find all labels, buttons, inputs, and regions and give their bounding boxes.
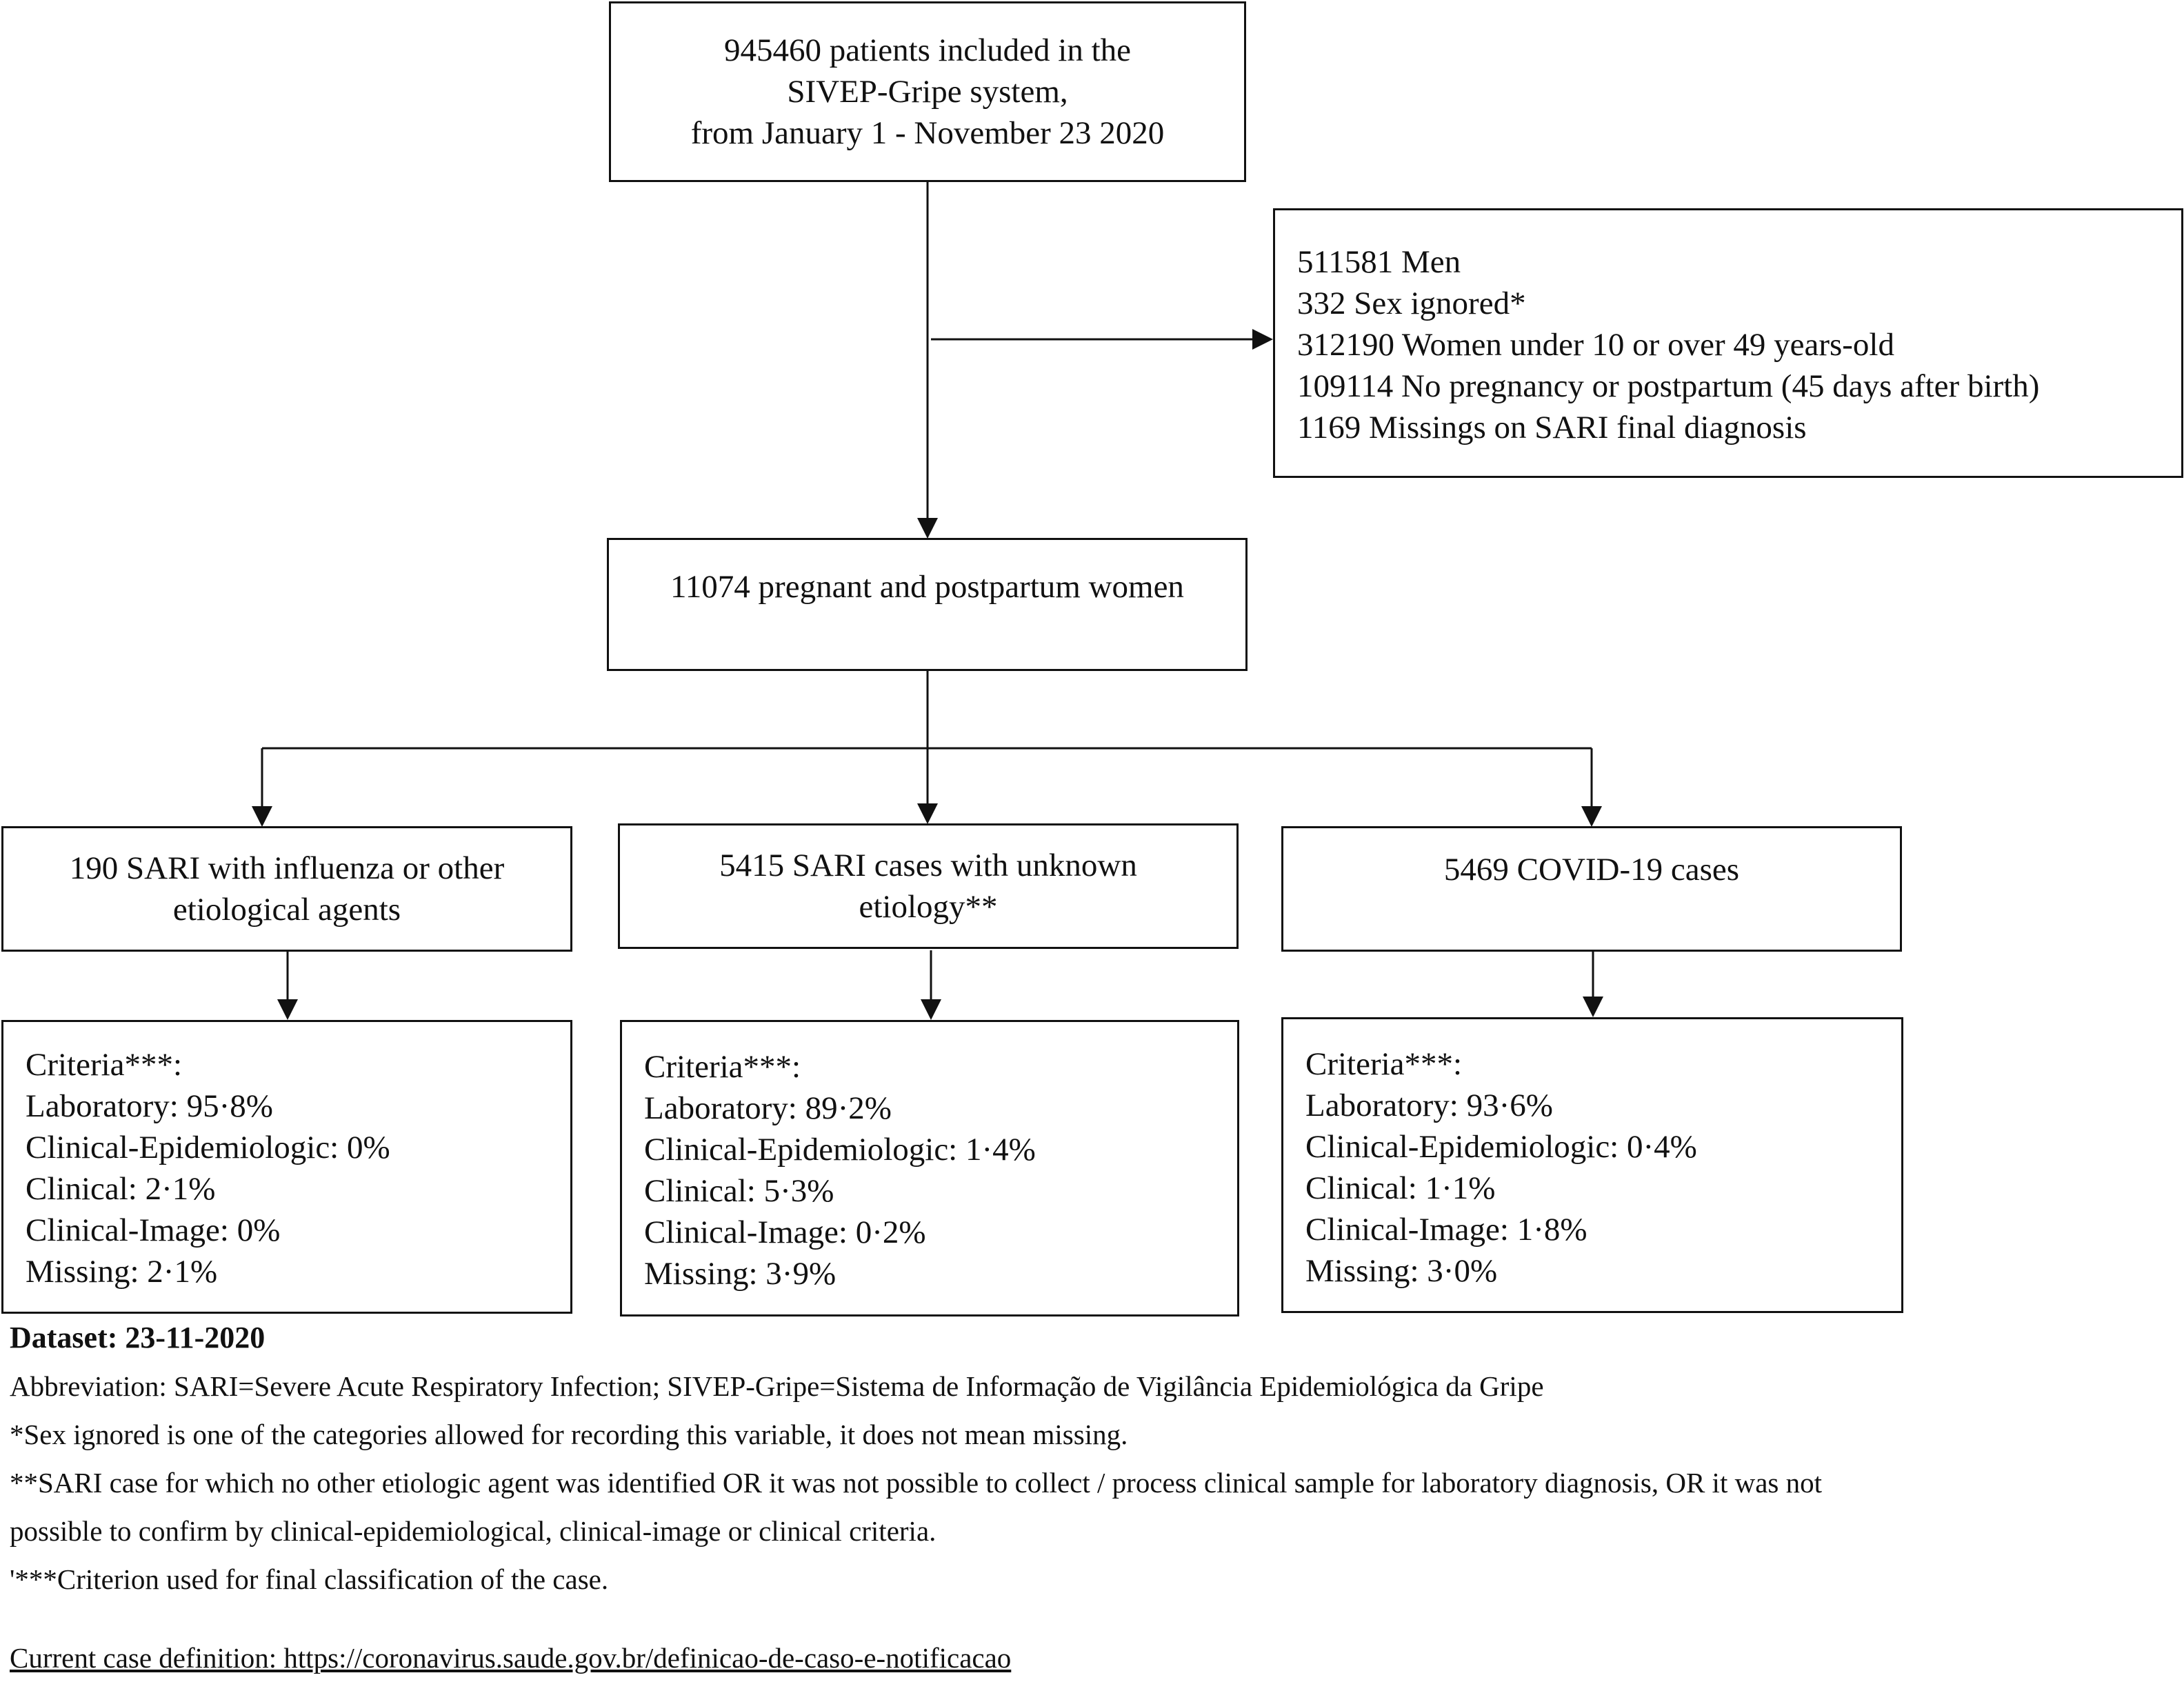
criteria-influenza-missing: Missing: 2·1% <box>26 1254 218 1290</box>
exclusion-sex-ignored: 332 Sex ignored* <box>1297 286 1526 321</box>
criteria-influenza-box: Criteria***: Laboratory: 95·8% Clinical-… <box>1 1020 572 1314</box>
criteria-covid-clin-epi: Clinical-Epidemiologic: 0·4% <box>1305 1129 1697 1165</box>
criteria-influenza-clin-epi: Clinical-Epidemiologic: 0% <box>26 1130 390 1165</box>
criteria-covid-clinical: Clinical: 1·1% <box>1305 1170 1496 1206</box>
criteria-covid-laboratory: Laboratory: 93·6% <box>1305 1088 1553 1123</box>
footnote-unknown-etiology-b: possible to confirm by clinical-epidemio… <box>10 1515 936 1547</box>
unknown-line-1: 5415 SARI cases with unknown <box>719 848 1137 883</box>
source-line-2: SIVEP-Gripe system, <box>787 74 1068 110</box>
unknown-line-2: etiology** <box>859 889 998 925</box>
criteria-covid-box: Criteria***: Laboratory: 93·6% Clinical-… <box>1281 1017 1903 1313</box>
covid-line-1: 5469 COVID-19 cases <box>1443 852 1740 888</box>
criteria-unknown-laboratory: Laboratory: 89·2% <box>644 1090 892 1126</box>
unknown-etiology-box: 5415 SARI cases with unknown etiology** <box>618 823 1239 949</box>
influenza-line-2: etiological agents <box>172 892 401 928</box>
footnote-criterion: '***Criterion used for final classificat… <box>10 1563 609 1595</box>
footnote-unknown-etiology-a: **SARI case for which no other etiologic… <box>10 1467 1822 1499</box>
footnotes: Dataset: 23-11-2020 Abbreviation: SARI=S… <box>10 1314 2168 1674</box>
influenza-line-1: 190 SARI with influenza or other <box>69 850 505 886</box>
criteria-influenza-clin-image: Clinical-Image: 0% <box>26 1212 281 1248</box>
criteria-unknown-clin-image: Clinical-Image: 0·2% <box>644 1214 926 1250</box>
criteria-unknown-clinical: Clinical: 5·3% <box>644 1173 834 1209</box>
dataset-date: Dataset: 23-11-2020 <box>10 1321 266 1354</box>
criteria-covid-heading: Criteria***: <box>1305 1046 1463 1082</box>
source-population-box: 945460 patients included in the SIVEP-Gr… <box>609 1 1246 182</box>
footnote-sex-ignored: *Sex ignored is one of the categories al… <box>10 1419 1128 1450</box>
criteria-influenza-laboratory: Laboratory: 95·8% <box>26 1088 273 1124</box>
source-line-3: from January 1 - November 23 2020 <box>690 115 1165 151</box>
criteria-covid-clin-image: Clinical-Image: 1·8% <box>1305 1212 1587 1248</box>
criteria-covid-missing: Missing: 3·0% <box>1305 1253 1498 1289</box>
exclusion-missing-diagnosis: 1169 Missings on SARI final diagnosis <box>1297 410 1807 445</box>
cohort-box: 11074 pregnant and postpartum women <box>607 538 1248 671</box>
case-definition-link[interactable]: Current case definition: https://coronav… <box>10 1642 1012 1674</box>
exclusion-age: 312190 Women under 10 or over 49 years-o… <box>1297 327 1894 363</box>
criteria-unknown-clin-epi: Clinical-Epidemiologic: 1·4% <box>644 1132 1036 1168</box>
exclusions-box: 511581 Men 332 Sex ignored* 312190 Women… <box>1273 208 2183 478</box>
exclusion-no-pregnancy: 109114 No pregnancy or postpartum (45 da… <box>1297 368 2040 404</box>
criteria-influenza-clinical: Clinical: 2·1% <box>26 1171 216 1207</box>
covid-box: 5469 COVID-19 cases <box>1281 826 1902 952</box>
criteria-unknown-missing: Missing: 3·9% <box>644 1256 836 1292</box>
criteria-unknown-heading: Criteria***: <box>644 1049 801 1085</box>
criteria-unknown-box: Criteria***: Laboratory: 89·2% Clinical-… <box>620 1020 1239 1316</box>
exclusion-men: 511581 Men <box>1297 244 1461 280</box>
abbreviation-note: Abbreviation: SARI=Severe Acute Respirat… <box>10 1370 1544 1402</box>
source-line-1: 945460 patients included in the <box>723 32 1131 68</box>
criteria-influenza-heading: Criteria***: <box>26 1047 183 1083</box>
cohort-line-1: 11074 pregnant and postpartum women <box>670 569 1184 605</box>
influenza-box: 190 SARI with influenza or other etiolog… <box>1 826 572 952</box>
